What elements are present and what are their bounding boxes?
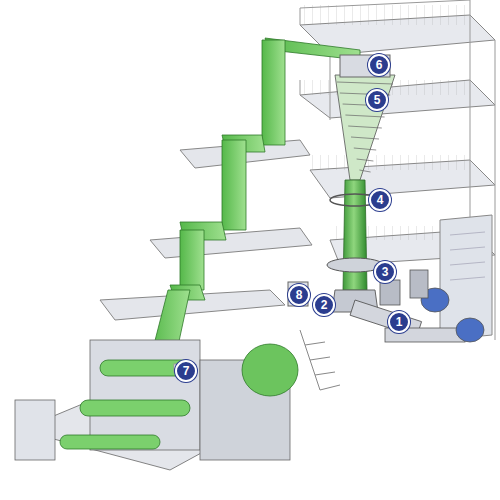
callout-number: 1: [388, 311, 410, 333]
frame-slat: [357, 159, 374, 161]
frame-slat: [354, 148, 376, 150]
frame-slat: [345, 115, 384, 117]
frame-slat: [337, 82, 393, 84]
frame-slat: [351, 137, 379, 139]
callout-number: 6: [368, 54, 390, 76]
callout-number: 7: [175, 360, 197, 382]
callout-number: 8: [288, 284, 310, 306]
callout-number: 3: [374, 261, 396, 283]
frame-slat: [359, 170, 370, 172]
callout-number: 2: [313, 294, 335, 316]
frame-slat: [348, 126, 382, 128]
callout-number: 4: [369, 189, 391, 211]
callout-number: 5: [366, 89, 388, 111]
